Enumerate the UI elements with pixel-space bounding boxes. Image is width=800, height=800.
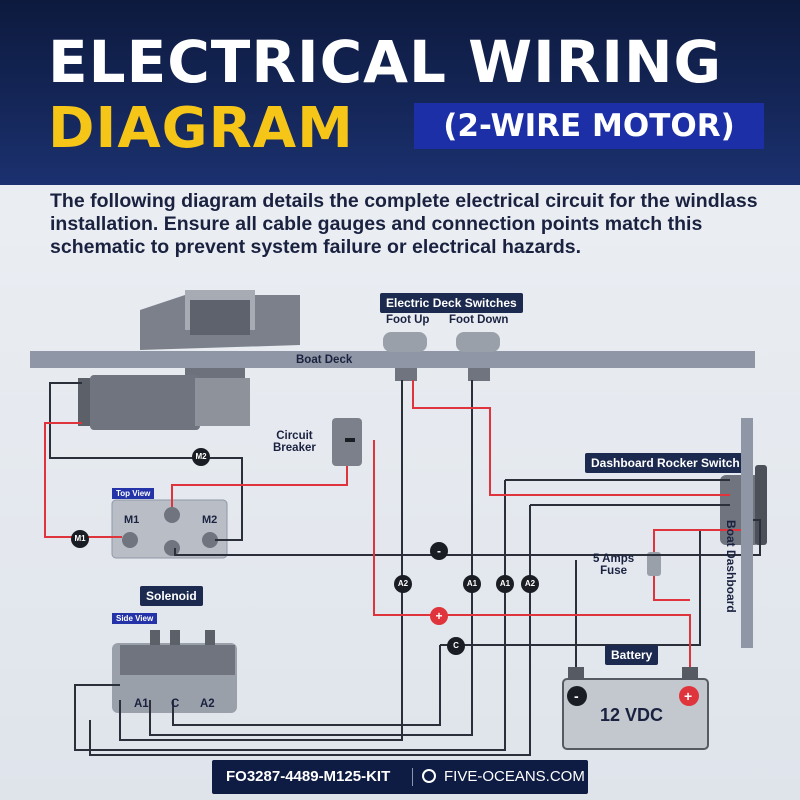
wire-tag-a1-right: A1 [496, 575, 514, 593]
wire-tag-a2-right: A2 [521, 575, 539, 593]
wire-tag-a1-left: A1 [463, 575, 481, 593]
dark-wires [49, 380, 761, 756]
foot-up-label: Foot Up [386, 314, 430, 326]
footer-bar: FO3287-4489-M125-KIT FIVE-OCEANS.COM [212, 760, 588, 794]
battery-minus-sign: - [574, 688, 579, 704]
deck-switches-label: Electric Deck Switches [380, 293, 523, 313]
side-c-label: C [171, 698, 180, 710]
footer-site-link[interactable]: FIVE-OCEANS.COM [444, 768, 585, 785]
kit-code: FO3287-4489-M125-KIT [226, 768, 391, 785]
wire-tag-m1: M1 [71, 530, 89, 548]
solenoid-side-view [112, 630, 237, 713]
boat-deck-label: Boat Deck [296, 354, 353, 366]
subtitle-box: (2-WIRE MOTOR) [414, 103, 764, 149]
title-line1: ELECTRICAL WIRING [48, 28, 723, 96]
dashboard-rocker-label: Dashboard Rocker Switch [585, 453, 746, 473]
windlass-motor [60, 290, 300, 430]
footer-separator [412, 768, 413, 786]
top-view-tag: Top View [112, 488, 155, 499]
subtitle: (2-WIRE MOTOR) [443, 108, 735, 144]
globe-icon [422, 769, 436, 783]
solenoid-top-view [111, 499, 228, 559]
battery-label: Battery [605, 645, 659, 665]
foot-down-label: Foot Down [449, 314, 509, 326]
battery-voltage: 12 VDC [600, 705, 664, 725]
fuse-label: 5 Amps Fuse [593, 553, 635, 577]
side-a2-label: A2 [200, 698, 215, 710]
side-view-tag: Side View [112, 613, 158, 624]
battery-plus-sign: + [684, 688, 693, 704]
wire-tag-a2-left: A2 [394, 575, 412, 593]
circuit-breaker-label: Circuit Breaker [273, 430, 316, 454]
header-banner: ELECTRICAL WIRING DIAGRAM (2-WIRE MOTOR) [0, 0, 800, 185]
deck-switch-foot-down[interactable] [456, 332, 500, 381]
solenoid-m1-label: M1 [124, 514, 140, 526]
battery [562, 667, 709, 750]
solenoid-m2-label: M2 [202, 514, 218, 526]
wire-tag-positive: + [430, 607, 448, 625]
intro-text: The following diagram details the comple… [50, 190, 758, 258]
title-line2: DIAGRAM [48, 96, 354, 161]
side-a1-label: A1 [134, 698, 149, 710]
wire-tag-negative: - [430, 542, 448, 560]
boat-dashboard-label: Boat Dashboard [724, 520, 738, 613]
boat-deck-bar [30, 351, 755, 368]
deck-switch-foot-up[interactable] [383, 332, 427, 381]
boat-dashboard-bar [741, 418, 753, 648]
wire-tag-c: C [447, 637, 465, 655]
solenoid-label: Solenoid [140, 586, 203, 606]
wire-tag-m2: M2 [192, 448, 210, 466]
fuse-body [647, 552, 661, 576]
